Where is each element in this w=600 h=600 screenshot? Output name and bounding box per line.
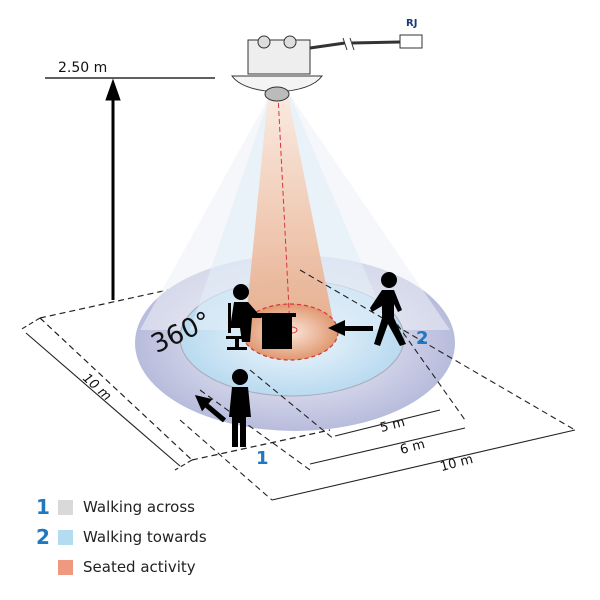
legend-label: Walking towards <box>83 528 207 546</box>
connector-label: RJ <box>406 18 418 29</box>
ceiling-sensor-icon <box>231 34 423 102</box>
direction-arrow-across <box>194 394 227 423</box>
legend-item-walking-across: 1 Walking across <box>36 492 207 522</box>
walking-person-1-icon <box>229 369 251 447</box>
legend-swatch <box>58 529 73 545</box>
person-2-marker: 2 <box>416 328 429 349</box>
height-label: 2.50 m <box>58 60 108 76</box>
legend-swatch <box>58 559 73 575</box>
seated-person-icon <box>226 284 296 350</box>
walking-person-2-icon <box>370 272 406 346</box>
legend: 1 Walking across 2 Walking towards Seate… <box>36 492 207 582</box>
legend-number: 2 <box>36 525 50 549</box>
legend-label: Walking across <box>83 498 195 516</box>
legend-swatch <box>58 499 73 515</box>
legend-number: 1 <box>36 495 50 519</box>
height-arrow <box>45 77 215 300</box>
person-1-marker: 1 <box>256 448 269 469</box>
legend-item-seated-activity: Seated activity <box>36 552 207 582</box>
legend-label: Seated activity <box>83 558 196 576</box>
inner-cone <box>245 95 335 330</box>
direction-arrow-towards <box>328 320 373 336</box>
legend-item-walking-towards: 2 Walking towards <box>36 522 207 552</box>
